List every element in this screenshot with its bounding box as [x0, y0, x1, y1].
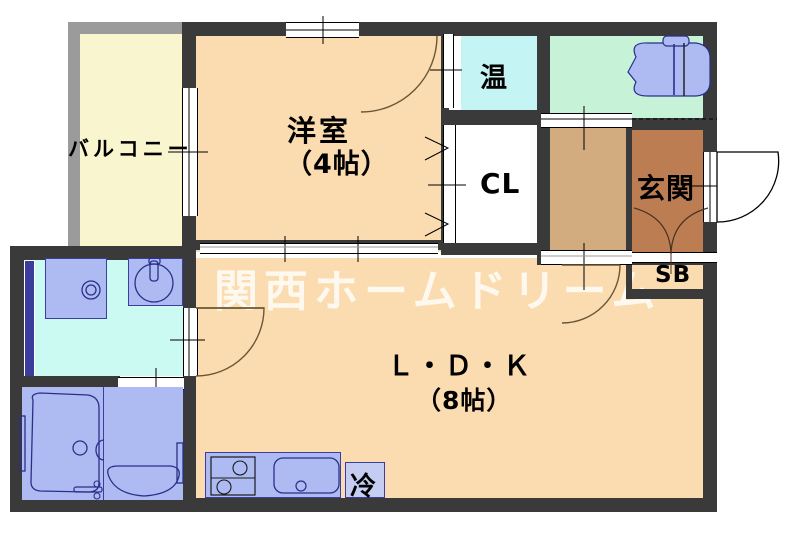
kitchen-counter	[205, 452, 341, 498]
balcony-parapet-top	[68, 22, 196, 34]
room-balcony-fill	[80, 34, 188, 252]
door-washroom-sash	[183, 308, 198, 376]
room-closet-fill	[457, 125, 535, 243]
label-fridge: 冷	[350, 472, 378, 502]
room-heater-fill	[461, 32, 537, 110]
wall-washroom-right	[183, 260, 196, 308]
pipe-shaft	[25, 261, 34, 376]
wall-genkan-left	[626, 122, 632, 254]
window-heater	[443, 34, 454, 108]
wall-shoebox-left	[626, 253, 632, 295]
wall-closet-bottom	[441, 243, 537, 255]
wall-heater-bottom	[441, 110, 537, 125]
window-shoebox-top	[632, 252, 717, 263]
room-washitsu-fill	[195, 30, 441, 252]
wall-washitsu-left-lower	[182, 215, 196, 260]
label-washitsu: 洋室	[287, 114, 352, 148]
label-balcony: バルコニー	[68, 137, 193, 161]
label-shoebox: SB	[655, 262, 692, 288]
label-genkan: 玄関	[637, 172, 696, 205]
wall-washroom-right-low	[183, 376, 196, 500]
wall-washitsu-left	[182, 22, 196, 88]
balcony-parapet-left	[68, 22, 80, 252]
room-genkan-fill	[632, 125, 708, 253]
wall-exterior-bottom	[10, 498, 717, 512]
wall-exterior-right-lower	[703, 240, 717, 512]
area-corridor-fill	[550, 125, 632, 253]
wall-parking-bottom	[632, 118, 717, 130]
wall-heater-right	[537, 30, 550, 255]
label-ldk: Ｌ・Ｄ・Ｋ	[387, 351, 532, 382]
door-closet-sash	[443, 125, 456, 243]
fridge-box	[345, 462, 385, 498]
wall-washroom-top	[10, 246, 196, 260]
bathtub-cell	[22, 387, 104, 500]
wall-shoebox-bottom	[626, 289, 717, 299]
label-heater: 温	[480, 63, 508, 94]
window-washitsu-south	[200, 243, 438, 254]
label-washitsu-size: （4帖）	[285, 149, 389, 180]
label-ldk-size: （8帖）	[416, 386, 513, 415]
washer-pan	[45, 258, 107, 319]
wall-bath-divider	[10, 376, 120, 387]
wall-genkan-right-top	[703, 122, 717, 152]
toilet-cell	[104, 387, 183, 500]
window-corridor-top	[541, 113, 632, 128]
label-closet: CL	[480, 167, 521, 200]
